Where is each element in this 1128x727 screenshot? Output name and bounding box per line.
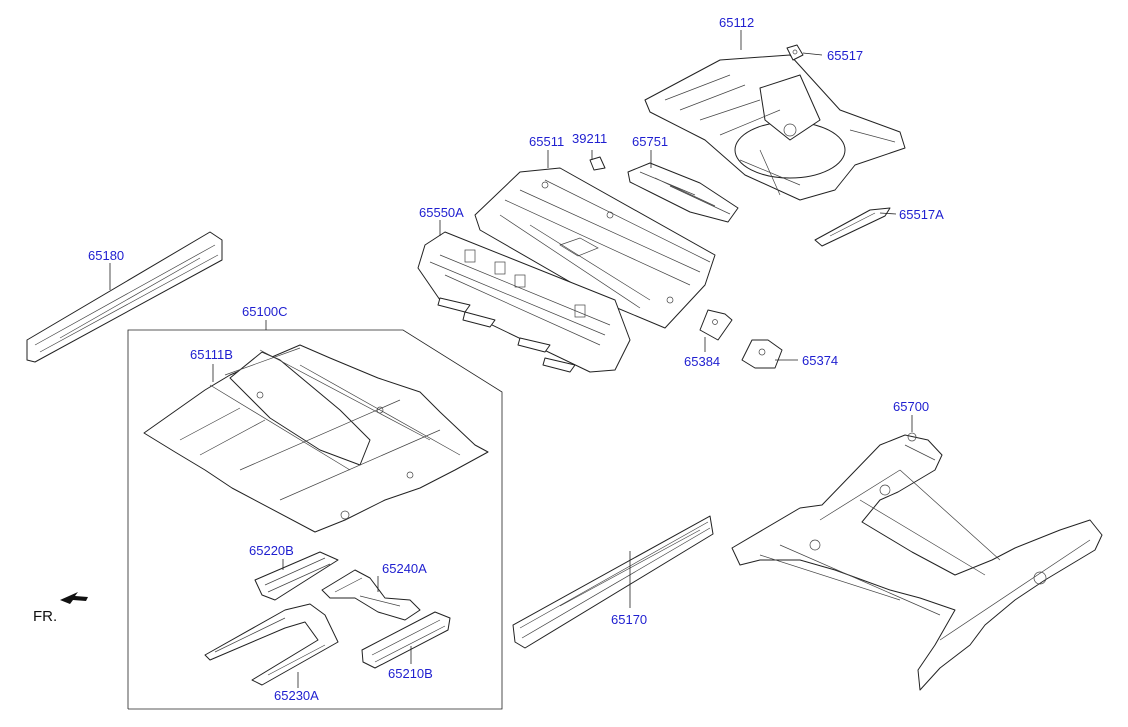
callout-65751[interactable]: 65751 xyxy=(632,134,668,149)
front-floor-panel-65111b[interactable] xyxy=(143,344,489,533)
clip-39211[interactable] xyxy=(589,156,606,171)
reinforcement-65517a[interactable] xyxy=(814,207,891,247)
reinforcement-65210b[interactable] xyxy=(361,611,451,669)
callout-65230a[interactable]: 65230A xyxy=(274,688,319,703)
floor-member-65230a[interactable] xyxy=(204,603,339,686)
front-direction-label: FR. xyxy=(33,608,57,625)
rear-subframe-65700[interactable] xyxy=(731,432,1103,691)
reinforcement-65240a[interactable] xyxy=(321,569,421,621)
callout-65700[interactable]: 65700 xyxy=(893,399,929,414)
reinforcement-65220b[interactable] xyxy=(254,551,339,601)
callout-65100c[interactable]: 65100C xyxy=(242,304,288,319)
group-frame-65100c xyxy=(127,329,503,710)
callout-39211[interactable]: 39211 xyxy=(572,131,607,146)
center-floor-panel-65511[interactable] xyxy=(474,167,716,329)
callouts: 65112 65517 65511 39211 65751 65550A 655… xyxy=(88,15,944,703)
callout-65517a[interactable]: 65517A xyxy=(899,207,944,222)
rear-seat-cross-member-65550a[interactable] xyxy=(417,231,631,373)
callout-65374[interactable]: 65374 xyxy=(802,353,838,368)
side-sill-65170[interactable] xyxy=(512,515,714,649)
bracket-65384[interactable] xyxy=(699,309,733,341)
rear-cross-member-65751[interactable] xyxy=(627,162,739,223)
callout-65112[interactable]: 65112 xyxy=(719,15,754,30)
callout-65210b[interactable]: 65210B xyxy=(388,666,433,681)
callout-65511[interactable]: 65511 xyxy=(529,134,564,149)
callout-65111b[interactable]: 65111B xyxy=(190,347,233,362)
leader-lines xyxy=(109,30,913,688)
callout-65220b[interactable]: 65220B xyxy=(249,543,294,558)
side-sill-65180[interactable] xyxy=(26,231,223,363)
callout-65240a[interactable]: 65240A xyxy=(382,561,427,576)
bracket-65517[interactable] xyxy=(786,44,804,61)
rear-floor-pan-65112[interactable] xyxy=(644,54,906,201)
callout-65550a[interactable]: 65550A xyxy=(419,205,464,220)
bracket-65374[interactable] xyxy=(741,339,783,369)
callout-65180[interactable]: 65180 xyxy=(88,248,124,263)
callout-65384[interactable]: 65384 xyxy=(684,354,720,369)
callout-65517[interactable]: 65517 xyxy=(827,48,863,63)
callout-65170[interactable]: 65170 xyxy=(611,612,647,627)
front-arrow-icon xyxy=(60,592,88,604)
